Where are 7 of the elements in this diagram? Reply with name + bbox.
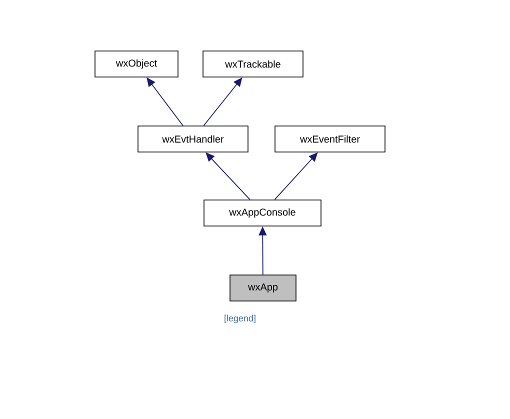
class-box: wxApp (230, 274, 296, 302)
class-box: wxEventFilter (274, 126, 386, 152)
legend-link: [legend] (224, 314, 256, 324)
class-box: wxAppConsole (204, 200, 322, 226)
class-box: wxObject (94, 50, 178, 78)
class-box: wxTrackable (202, 50, 304, 78)
class-box: wxEvtHandler (138, 126, 248, 152)
